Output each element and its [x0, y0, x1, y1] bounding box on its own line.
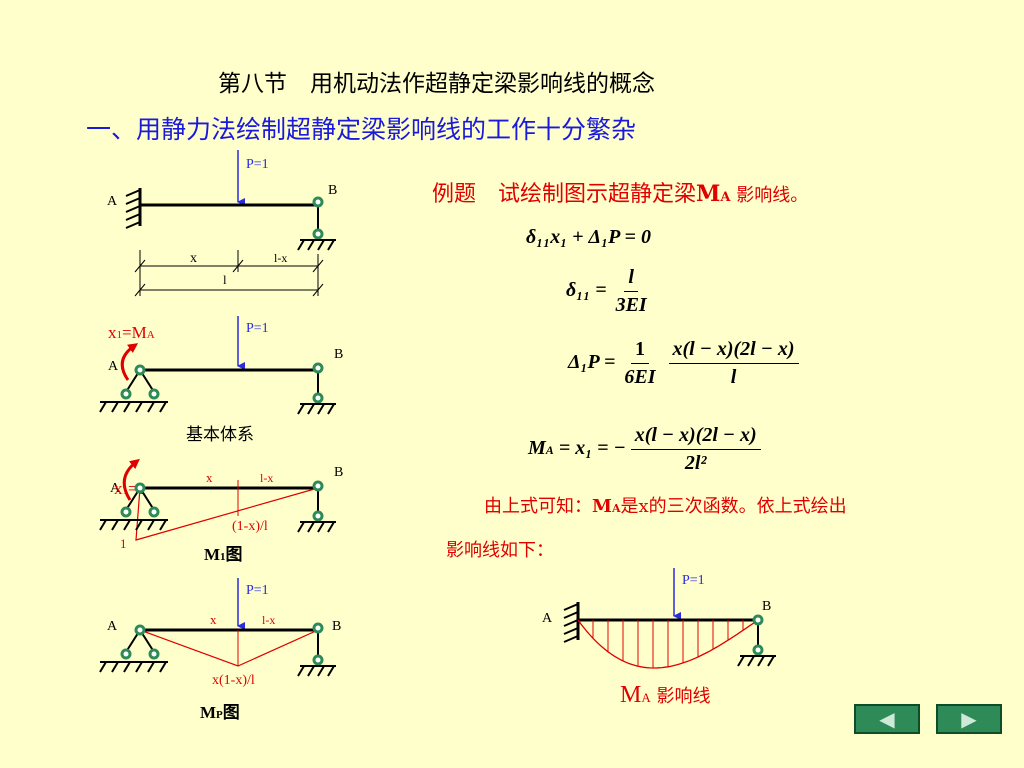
svg-text:P=1: P=1: [246, 583, 269, 598]
svg-text:x: x: [206, 470, 213, 485]
dim-l-label: l: [223, 272, 227, 287]
dim-x-label: x: [190, 251, 197, 266]
svg-text:A: A: [542, 611, 553, 626]
svg-text:B: B: [332, 619, 341, 634]
redundant-label: x1=MA: [108, 323, 155, 342]
caption: MP图: [200, 703, 240, 723]
example-statement: 例题 试绘制图示超静定梁MA 影响线。: [432, 181, 809, 207]
dim-lx-label: l-x: [274, 251, 287, 265]
svg-text:A: A: [108, 359, 119, 374]
conclusion-line-2: 影响线如下：: [446, 540, 554, 561]
svg-text:P=1: P=1: [682, 573, 705, 588]
next-slide-button[interactable]: ▶: [936, 704, 1002, 734]
conclusion-line-1: 由上式可知：MA是x的三次函数。依上式绘出: [484, 496, 847, 517]
prev-slide-button[interactable]: ◀: [854, 704, 920, 734]
hinge-b-top: [312, 196, 324, 208]
svg-text:P=1: P=1: [246, 321, 269, 336]
moment-arrow: [120, 343, 139, 381]
hinge-b-bottom: [312, 228, 324, 240]
diagram-2-basic-system: P=1 x1=MA A B 基本体系: [99, 316, 343, 445]
caption: MA 影响线: [620, 682, 710, 708]
node-b-label: B: [328, 183, 337, 198]
dimension-lines: [134, 250, 324, 297]
node-a-label: A: [107, 194, 118, 209]
diagram-3-m1: A x1=1 B x l-x 1 (1-x)/l M1图: [99, 458, 343, 565]
m1-moment-diagram: [135, 487, 319, 541]
svg-text:B: B: [334, 347, 343, 362]
svg-text:x(1-x)/l: x(1-x)/l: [212, 673, 255, 688]
influence-hatch: [592, 620, 744, 668]
moment-arrow: [122, 458, 140, 501]
diagram-1-beam: P=1 A B x l-x l: [107, 150, 337, 297]
svg-text:A: A: [107, 619, 118, 634]
diagram-4-mp: P=1 x l-x x(1-x)/l A B MP图: [99, 578, 341, 723]
svg-text:(1-x)/l: (1-x)/l: [232, 519, 268, 534]
prev-arrow-icon: ◀: [879, 707, 895, 731]
page-title: 第八节 用机动法作超静定梁影响线的概念: [218, 71, 655, 97]
mp-moment-diagram: [139, 629, 319, 667]
svg-text:1: 1: [120, 536, 127, 551]
svg-text:x: x: [210, 612, 217, 627]
diagram-5-influence-line: P=1 A B MA 影响线: [542, 568, 776, 708]
svg-text:l-x: l-x: [260, 471, 273, 485]
svg-text:B: B: [762, 599, 771, 614]
equation-1: δ₁₁x₁ + Δ₁P = 0: [526, 226, 651, 248]
svg-text:B: B: [334, 465, 343, 480]
fixed-support-hatch: [125, 189, 141, 229]
equation-4: MA = x₁ = − x(l − x)(2l − x)2l²: [528, 424, 761, 475]
caption: M1图: [204, 545, 243, 565]
svg-text:A: A: [110, 481, 121, 496]
svg-text:l-x: l-x: [262, 613, 275, 627]
section-heading: 一、用静力法绘制超静定梁影响线的工作十分繁杂: [86, 115, 637, 144]
next-arrow-icon: ▶: [961, 707, 977, 731]
load-label: P=1: [246, 157, 269, 172]
caption: 基本体系: [186, 425, 254, 445]
